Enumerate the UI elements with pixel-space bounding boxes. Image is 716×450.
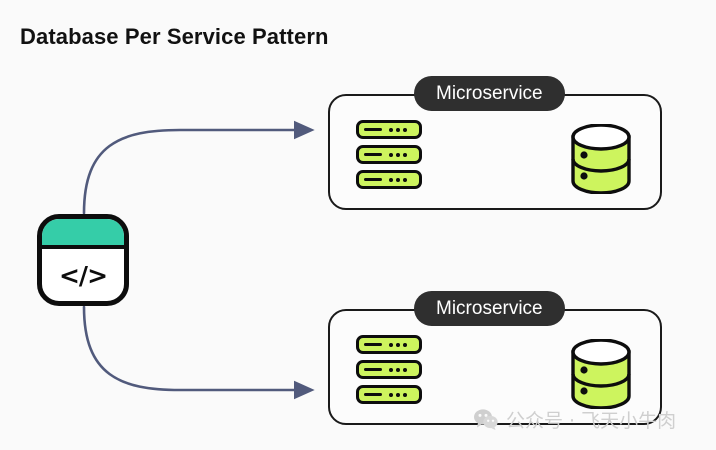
server-rack-icon (356, 120, 422, 190)
database-cylinder-icon (571, 339, 631, 409)
server-unit-dots (389, 152, 407, 157)
server-unit (356, 120, 422, 139)
code-to-service-2-arrow (82, 305, 315, 400)
server-unit-dash (364, 178, 382, 181)
server-unit-dots (389, 367, 407, 372)
server-unit (356, 335, 422, 354)
server-unit (356, 385, 422, 404)
server-unit-dots (389, 392, 407, 397)
server-unit-dash (364, 153, 382, 156)
server-unit-dash (364, 368, 382, 371)
server-unit (356, 360, 422, 379)
server-unit-dash (364, 343, 382, 346)
server-unit (356, 145, 422, 164)
code-to-service-1-arrow (82, 120, 315, 215)
page-title: Database Per Service Pattern (20, 24, 329, 49)
server-unit-dash (364, 128, 382, 131)
microservice-badge: Microservice (414, 76, 565, 111)
server-unit-dots (389, 342, 407, 347)
code-block-header-bar (42, 219, 124, 249)
server-unit-dots (389, 127, 407, 132)
server-unit (356, 170, 422, 189)
server-unit-dash (364, 393, 382, 396)
server-rack-icon (356, 335, 422, 405)
microservice-badge: Microservice (414, 291, 565, 326)
code-block-icon: </> (37, 214, 129, 306)
server-unit-dots (389, 177, 407, 182)
database-cylinder-icon (571, 124, 631, 194)
code-block-glyph: </> (58, 260, 108, 290)
